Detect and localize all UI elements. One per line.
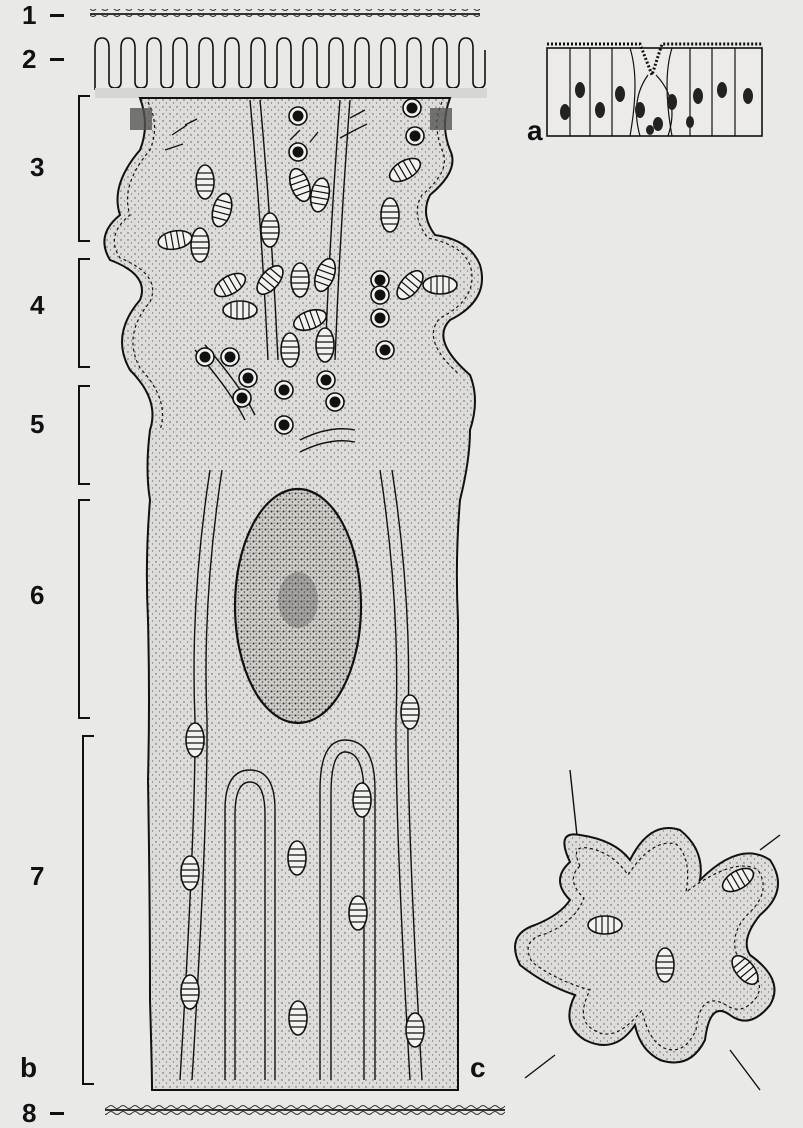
bracket-6 [78,499,90,719]
label-3: 3 [30,154,44,180]
label-8-tick [50,1112,64,1115]
panel-label-c: c [470,1054,486,1082]
bracket-7 [82,735,94,1085]
label-6: 6 [30,582,44,608]
label-2: 2 [22,46,36,72]
panel-label-a: a [527,117,543,145]
inset-a-epithelium [547,44,762,136]
label-7: 7 [30,863,44,889]
apical-lamina [90,9,480,19]
microvilli [95,38,485,90]
label-1: 1 [22,2,36,28]
label-8: 8 [22,1100,36,1126]
label-2-tick [50,58,64,61]
label-5: 5 [30,411,44,437]
basal-lamina [105,1104,505,1116]
bracket-5 [78,385,90,485]
bracket-4 [78,258,90,368]
label-1-tick [50,14,64,17]
inset-c-cross-section [515,770,780,1090]
bracket-3 [78,95,90,242]
label-4: 4 [30,292,44,318]
panel-label-b: b [20,1054,37,1082]
